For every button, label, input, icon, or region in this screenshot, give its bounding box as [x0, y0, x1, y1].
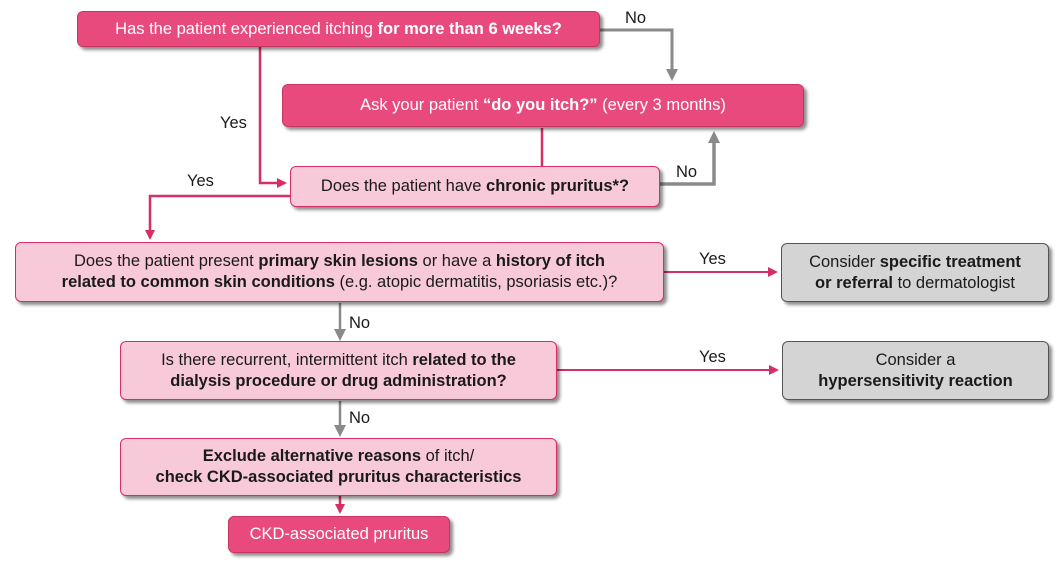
edge-q2-no	[660, 131, 720, 186]
label-q1-yes: Yes	[220, 114, 247, 132]
edge-q2-yes	[145, 194, 290, 240]
edge-q1-no	[600, 28, 678, 81]
action-ask-patient: Ask your patient “do you itch?” (every 3…	[282, 84, 804, 127]
question-chronic-pruritus: Does the patient have chronic pruritus*?	[290, 166, 660, 207]
edge-q1-yes	[258, 45, 287, 188]
step-exclude-alternatives: Exclude alternative reasons of itch/ che…	[120, 438, 557, 496]
outcome-ckd-pruritus: CKD-associated pruritus	[228, 516, 450, 553]
label-q3-no: No	[349, 314, 371, 332]
label-q1-no: No	[625, 9, 647, 27]
label-q4-yes: Yes	[699, 348, 726, 366]
label-q2-no: No	[676, 163, 698, 181]
result-specific-treatment: Consider specific treatment or referral …	[781, 243, 1049, 302]
question-dialysis-related-itch: Is there recurrent, intermittent itch re…	[120, 341, 557, 400]
result-hypersensitivity: Consider a hypersensitivity reaction	[782, 341, 1049, 400]
label-q2-yes: Yes	[187, 172, 214, 190]
label-q4-no: No	[349, 409, 371, 427]
label-q3-yes: Yes	[699, 250, 726, 268]
question-itch-duration: Has the patient experienced itching for …	[77, 11, 600, 47]
question-primary-skin-lesions: Does the patient present primary skin le…	[15, 242, 664, 302]
